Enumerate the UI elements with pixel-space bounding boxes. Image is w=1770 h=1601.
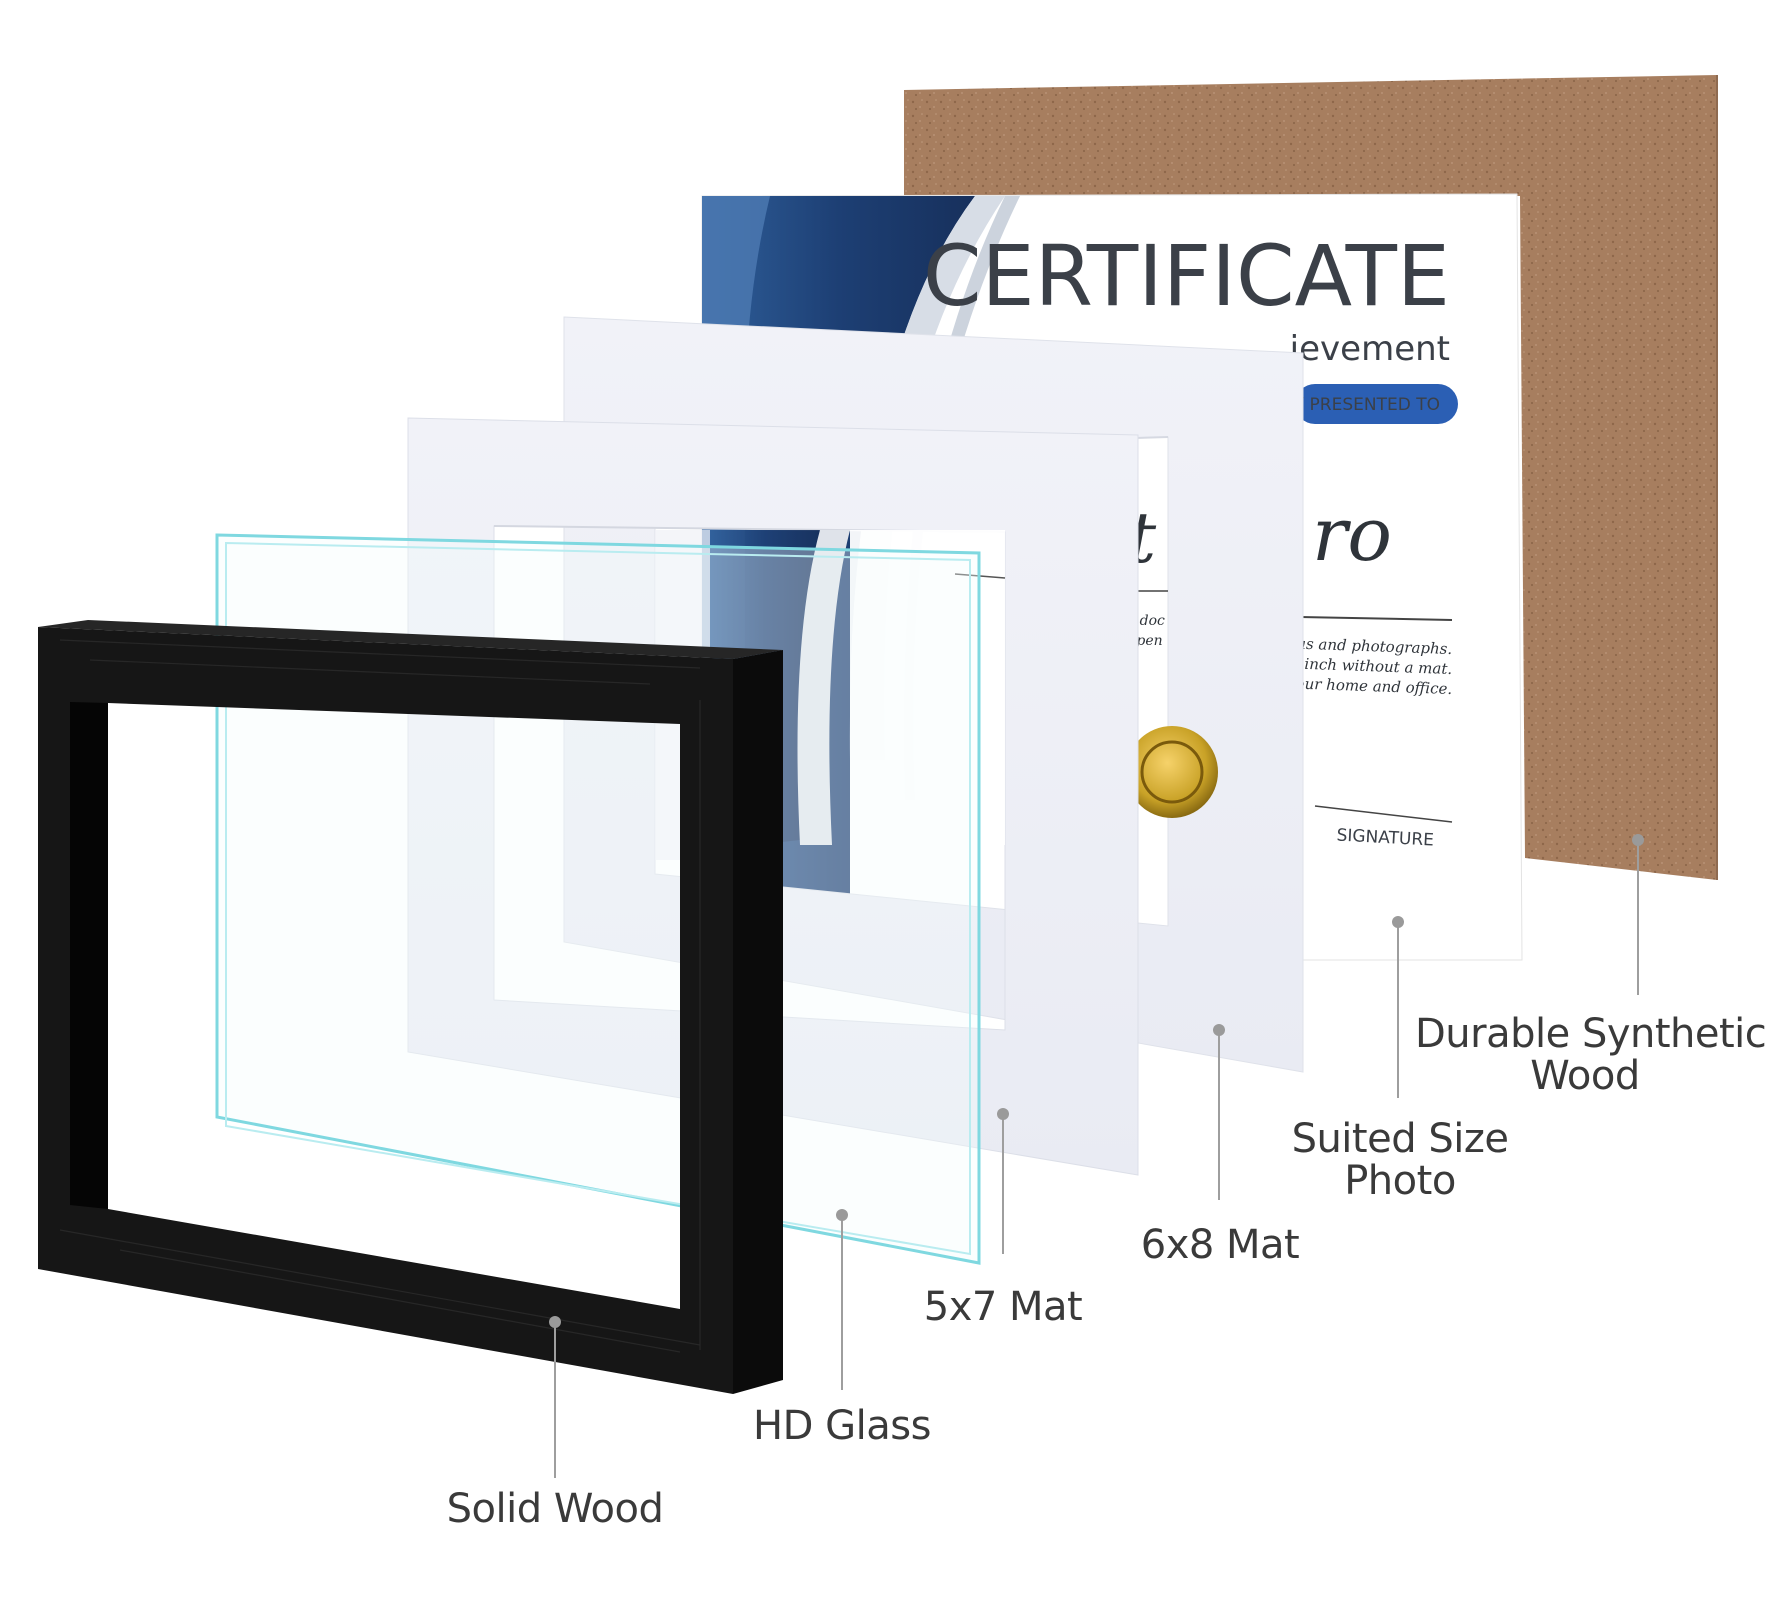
label-suited-size-photo-line-2: Photo xyxy=(1344,1158,1456,1204)
certificate-subtitle: ievement xyxy=(1290,329,1450,369)
hd-glass xyxy=(215,533,981,1265)
mat-5x7-marker xyxy=(997,1108,1009,1120)
certificate-ribbon-text: LY PRESENTED TO xyxy=(1287,395,1440,415)
backing-board xyxy=(904,75,1717,880)
label-hd-glass: HD Glass xyxy=(753,1403,931,1449)
frame-marker xyxy=(549,1316,561,1328)
label-6x8-mat: 6x8 Mat xyxy=(1140,1222,1300,1268)
label-durable-synthetic-wood-line-1: Durable Synthetic xyxy=(1415,1011,1767,1057)
certificate-title: CERTIFICATE xyxy=(923,227,1450,325)
label-suited-size-photo: Suited Size Photo xyxy=(1255,1118,1545,1202)
label-5x7-mat: 5x7 Mat xyxy=(923,1284,1083,1330)
mat-6x8-marker xyxy=(1213,1024,1225,1036)
photo-marker xyxy=(1392,916,1404,928)
label-suited-size-photo-line-1: Suited Size xyxy=(1291,1116,1509,1162)
backing-marker xyxy=(1632,834,1644,846)
label-durable-synthetic-wood: Durable Synthetic Wood xyxy=(1415,1011,1767,1099)
certificate-name-fragment: ro xyxy=(1312,492,1392,578)
glass-marker xyxy=(836,1209,848,1221)
label-durable-synthetic-wood-line-2: Wood xyxy=(1530,1053,1640,1099)
solid-wood-frame xyxy=(38,620,783,1394)
certificate-seal xyxy=(1126,726,1218,818)
certificate-ribbon xyxy=(1295,384,1458,424)
label-solid-wood: Solid Wood xyxy=(446,1486,664,1532)
